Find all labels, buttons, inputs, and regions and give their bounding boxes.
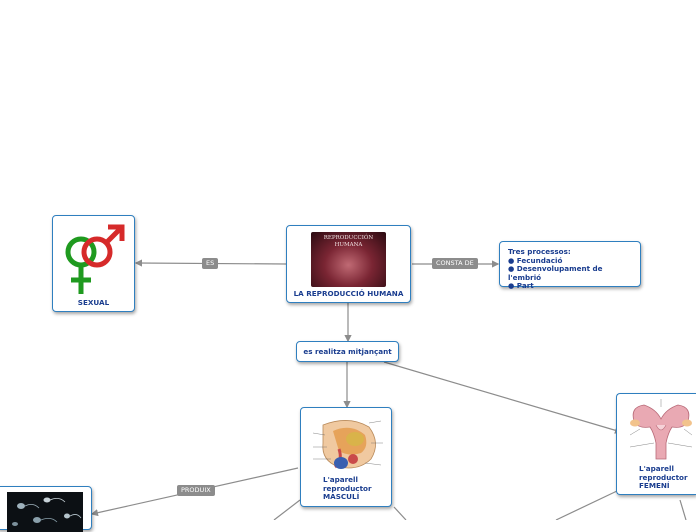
node-female[interactable]: L'aparell reproductor FEMENÍ — [616, 393, 696, 495]
node-via[interactable]: es realitza mitjançant — [296, 341, 399, 362]
gender-symbols-icon — [65, 224, 125, 294]
node-sexual[interactable]: SEXUAL — [52, 215, 135, 312]
male-anatomy-image — [309, 413, 385, 475]
node-male[interactable]: L'aparell reproductor MASCULÍ — [300, 407, 392, 507]
edge-label-produix: PRODUIX — [177, 485, 215, 496]
node-sexual-label: SEXUAL — [77, 298, 110, 307]
edge-label-es: ES — [202, 258, 219, 269]
process-item: ● Fecundació — [508, 255, 563, 265]
node-female-label: L'aparell reproductor FEMENÍ — [639, 464, 688, 490]
edge-male-down-right — [393, 506, 407, 520]
edge-female-down-left — [555, 490, 618, 520]
sperm-image — [7, 492, 83, 532]
edge-male-down-left — [273, 499, 301, 520]
node-processes[interactable]: Tres processos: ● Fecundació ● Desenvolu… — [499, 241, 641, 290]
edge-label-consta-de: CONSTA DE — [432, 258, 478, 269]
female-anatomy-image — [626, 399, 696, 463]
edge-female-down-right — [679, 499, 687, 520]
edge-via-female — [383, 361, 623, 434]
reproduction-image: REPRODUCCIÓN HUMANA — [311, 232, 386, 287]
processes-title: Tres processos: — [508, 247, 571, 256]
reproduction-image-title: REPRODUCCIÓN HUMANA — [323, 235, 374, 248]
process-item: ● Part — [508, 281, 534, 290]
node-via-label: es realitza mitjançant — [303, 347, 392, 356]
node-main[interactable]: REPRODUCCIÓN HUMANA LA REPRODUCCIÓ HUMAN… — [286, 225, 411, 303]
node-main-label: LA REPRODUCCIÓ HUMANA — [293, 289, 404, 298]
process-item: ● Desenvolupament de l'embrió — [508, 264, 603, 282]
node-male-label: L'aparell reproductor MASCULÍ — [323, 475, 372, 501]
node-sperm[interactable] — [0, 486, 92, 532]
